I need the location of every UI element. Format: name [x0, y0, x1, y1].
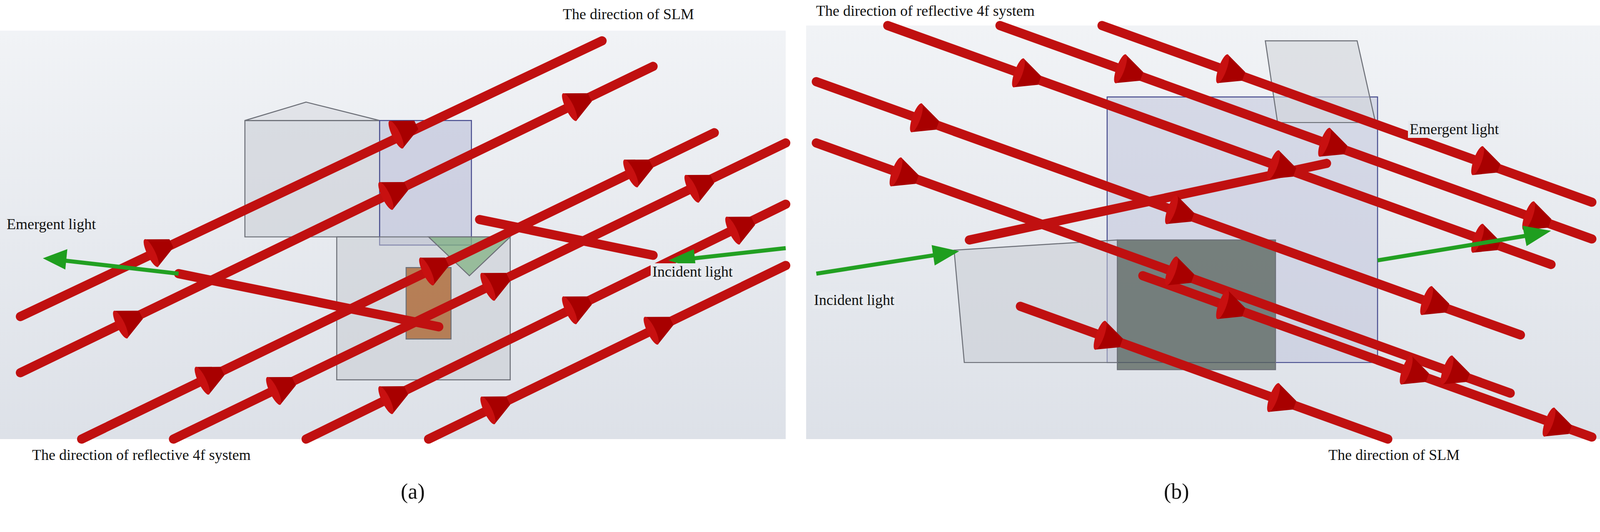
panel-label: (a) — [399, 479, 427, 505]
cone — [681, 165, 719, 205]
green-arrows — [42, 225, 1552, 274]
cone — [559, 83, 597, 123]
cone — [385, 111, 423, 151]
cone — [559, 286, 597, 326]
green-arrowhead — [42, 249, 68, 270]
direction-label: The direction of SLM — [561, 5, 696, 23]
cone — [375, 376, 413, 416]
green-arrow-shaft — [816, 255, 934, 274]
direction-label: The direction of reflective 4f system — [814, 2, 1037, 20]
cone — [477, 263, 515, 303]
cone — [263, 367, 301, 407]
green-arrowhead — [931, 244, 960, 266]
cone — [110, 301, 148, 341]
ray — [1000, 25, 1593, 239]
cone — [1009, 57, 1045, 95]
ray-arrowheads — [110, 52, 1576, 445]
prism — [1265, 40, 1376, 123]
cone — [620, 149, 658, 190]
prism — [244, 102, 380, 121]
green-arrowhead — [1522, 225, 1552, 247]
cone — [907, 102, 943, 140]
cone — [1468, 144, 1505, 183]
ray — [816, 81, 1521, 335]
panel-background — [806, 25, 1600, 440]
light-label: Incident light — [650, 263, 735, 281]
cone — [1111, 52, 1147, 91]
light-label: Incident light — [812, 291, 897, 309]
ray — [20, 66, 654, 373]
cone — [1162, 193, 1199, 232]
green-arrow-shaft — [63, 260, 179, 274]
ray — [1102, 25, 1593, 203]
cone — [1090, 319, 1127, 358]
ray — [306, 204, 786, 440]
cone — [1213, 52, 1249, 91]
ray — [1143, 275, 1593, 437]
cone — [192, 356, 230, 397]
cone — [1264, 148, 1301, 187]
cone — [1397, 354, 1433, 392]
cone — [1162, 254, 1199, 293]
panel-label: (b) — [1162, 479, 1191, 505]
green-arrow-shaft — [1377, 235, 1526, 261]
cone — [722, 207, 760, 247]
cone — [886, 156, 923, 195]
cone — [1417, 284, 1453, 323]
panel-background — [0, 30, 786, 440]
cone — [1315, 126, 1351, 165]
cone — [1264, 381, 1301, 420]
cone — [477, 386, 515, 426]
green-arrow-shaft — [693, 248, 786, 259]
prism — [953, 239, 1118, 363]
ray — [1020, 306, 1388, 440]
cone — [375, 172, 413, 212]
light-rays — [20, 25, 1592, 440]
ray — [178, 273, 440, 327]
light-label: Emergent light — [4, 215, 98, 233]
ray — [887, 25, 1551, 265]
direction-label: The direction of SLM — [1326, 446, 1462, 464]
ray — [428, 265, 786, 440]
ray — [173, 142, 786, 440]
cone — [1540, 406, 1576, 445]
light-label: Emergent light — [1407, 120, 1501, 138]
cone — [416, 247, 454, 288]
cone — [140, 229, 178, 269]
ray — [479, 219, 653, 256]
cone — [641, 307, 679, 347]
cone — [1213, 288, 1249, 327]
direction-label: The direction of reflective 4f system — [30, 446, 253, 464]
cone — [1437, 354, 1474, 392]
